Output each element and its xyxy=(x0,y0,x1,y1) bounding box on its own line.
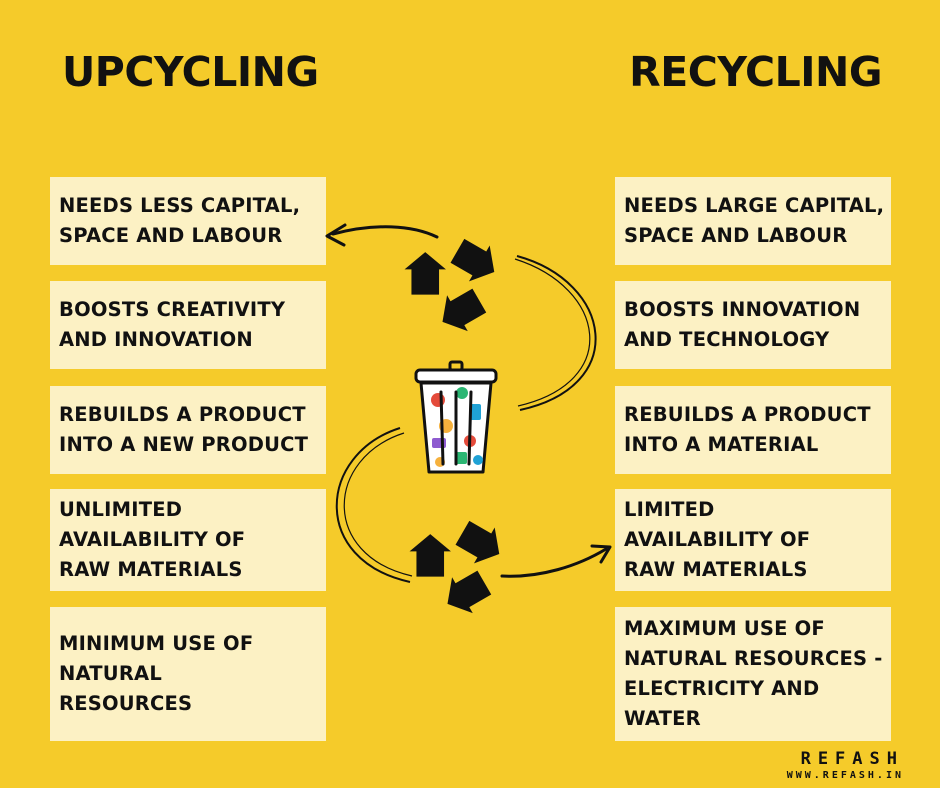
brand: REFASH WWW.REFASH.IN xyxy=(787,749,904,783)
recycling-item: LIMITED AVAILABILITY OF RAW MATERIALS xyxy=(615,489,891,591)
upcycling-heading: UPCYCLING xyxy=(62,48,319,96)
loop-line-left xyxy=(335,427,413,583)
recycling-heading: RECYCLING xyxy=(629,48,882,96)
loop-line-right xyxy=(514,255,597,411)
curved-arrow-icon xyxy=(325,223,439,247)
recycle-icon xyxy=(405,233,505,340)
recycling-item: MAXIMUM USE OF NATURAL RESOURCES - ELECT… xyxy=(615,607,891,741)
recycling-item: REBUILDS A PRODUCT INTO A MATERIAL xyxy=(615,386,891,474)
upcycling-item: UNLIMITED AVAILABILITY OF RAW MATERIALS xyxy=(50,489,326,591)
brand-name: REFASH xyxy=(800,749,904,769)
brand-url: WWW.REFASH.IN xyxy=(786,770,904,781)
trash-bin-icon xyxy=(414,360,498,474)
curved-arrow-icon xyxy=(500,544,612,578)
upcycling-item: BOOSTS CREATIVITY AND INNOVATION xyxy=(50,281,326,369)
recycling-item: BOOSTS INNOVATION AND TECHNOLOGY xyxy=(615,281,891,369)
recycle-icon xyxy=(410,515,510,622)
upcycling-item: REBUILDS A PRODUCT INTO A NEW PRODUCT xyxy=(50,386,326,474)
upcycling-item: MINIMUM USE OF NATURAL RESOURCES xyxy=(50,607,326,741)
recycling-item: NEEDS LARGE CAPITAL, SPACE AND LABOUR xyxy=(615,177,891,265)
upcycling-item: NEEDS LESS CAPITAL, SPACE AND LABOUR xyxy=(50,177,326,265)
